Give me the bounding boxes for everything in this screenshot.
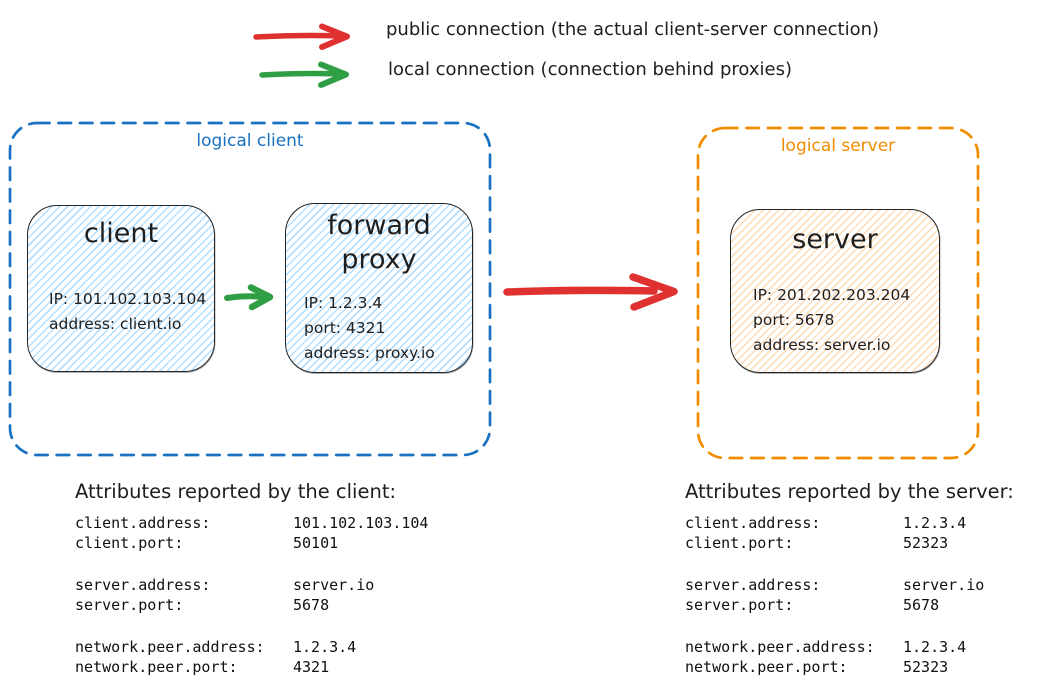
attr-key: network.peer.address: — [75, 638, 265, 656]
attr-key: server.address: — [685, 576, 821, 594]
attr-value: 50101 — [293, 534, 339, 552]
server-node: server IP: 201.202.203.204 port: 5678 ad… — [730, 209, 940, 373]
forward-proxy-node-ip: IP: 1.2.3.4 — [304, 294, 383, 312]
client-node-address: address: client.io — [49, 315, 182, 333]
legend-local-label: local connection (connection behind prox… — [388, 59, 792, 80]
attr-value: 52323 — [903, 534, 949, 552]
attr-row: server.port: 5678 — [685, 595, 984, 615]
forward-proxy-node-port: port: 4321 — [304, 319, 386, 337]
forward-proxy-node: forward proxy IP: 1.2.3.4 port: 4321 add… — [285, 203, 473, 373]
public-connection-arrow-icon — [253, 23, 350, 50]
attr-row: server.address: server.io — [685, 575, 984, 595]
forward-proxy-node-info: IP: 1.2.3.4 port: 4321 address: proxy.io — [304, 291, 435, 366]
server-attributes-table: client.address: 1.2.3.4 client.port: 523… — [685, 513, 984, 686]
attr-key: server.address: — [75, 576, 211, 594]
attr-key: client.address: — [75, 514, 211, 532]
server-node-title: server — [792, 224, 878, 255]
attr-value: 4321 — [293, 658, 330, 676]
attr-row: network.peer.port: 4321 — [75, 657, 428, 677]
client-node-ip: IP: 101.102.103.104 — [49, 290, 207, 308]
client-attributes-table: client.address: 101.102.103.104 client.p… — [75, 513, 428, 686]
attr-row: client.address: 101.102.103.104 — [75, 513, 428, 533]
logical-server-label: logical server — [780, 136, 896, 156]
server-attributes-heading: Attributes reported by the server: — [685, 480, 1014, 503]
server-node-address: address: server.io — [753, 336, 891, 354]
attr-value: 1.2.3.4 — [903, 638, 967, 656]
attr-row: client.address: 1.2.3.4 — [685, 513, 984, 533]
attr-row: client.port: 52323 — [685, 533, 984, 553]
attr-key: client.address: — [685, 514, 821, 532]
legend-public-label: public connection (the actual client-ser… — [386, 19, 880, 40]
attr-value: server.io — [903, 576, 985, 594]
attr-key: network.peer.address: — [685, 638, 875, 656]
attr-row: client.port: 50101 — [75, 533, 428, 553]
attr-key: client.port: — [75, 534, 184, 552]
attr-row: network.peer.address: 1.2.3.4 — [75, 637, 428, 657]
attr-row: network.peer.port: 52323 — [685, 657, 984, 677]
attr-row: server.port: 5678 — [75, 595, 428, 615]
client-node-title: client — [83, 218, 159, 249]
logical-server-outline — [696, 126, 980, 460]
attr-row: server.address: server.io — [75, 575, 428, 595]
attr-value: server.io — [293, 576, 375, 594]
server-node-port: port: 5678 — [753, 311, 835, 329]
public-connection-arrow-icon — [503, 273, 678, 311]
attr-key: server.port: — [75, 596, 184, 614]
attr-row: network.peer.address: 1.2.3.4 — [685, 637, 984, 657]
attr-value: 5678 — [903, 596, 940, 614]
client-attributes-heading: Attributes reported by the client: — [75, 480, 397, 503]
attr-key: server.port: — [685, 596, 794, 614]
attr-value: 1.2.3.4 — [293, 638, 357, 656]
forward-proxy-node-address: address: proxy.io — [304, 344, 435, 362]
attr-value: 52323 — [903, 658, 949, 676]
forward-proxy-node-title: forward proxy — [327, 210, 431, 275]
server-node-info: IP: 201.202.203.204 port: 5678 address: … — [753, 283, 910, 358]
client-node: client IP: 101.102.103.104 address: clie… — [27, 205, 215, 372]
attr-value: 5678 — [293, 596, 330, 614]
local-connection-arrow-icon — [224, 284, 274, 311]
client-node-info: IP: 101.102.103.104 address: client.io — [49, 287, 206, 337]
attr-key: client.port: — [685, 534, 794, 552]
server-node-ip: IP: 201.202.203.204 — [753, 286, 911, 304]
attr-key: network.peer.port: — [75, 658, 238, 676]
attr-key: network.peer.port: — [685, 658, 848, 676]
attr-value: 101.102.103.104 — [293, 514, 429, 532]
attr-value: 1.2.3.4 — [903, 514, 967, 532]
logical-client-label: logical client — [196, 131, 304, 151]
local-connection-arrow-icon — [259, 61, 349, 88]
logical-client-outline — [8, 121, 492, 457]
